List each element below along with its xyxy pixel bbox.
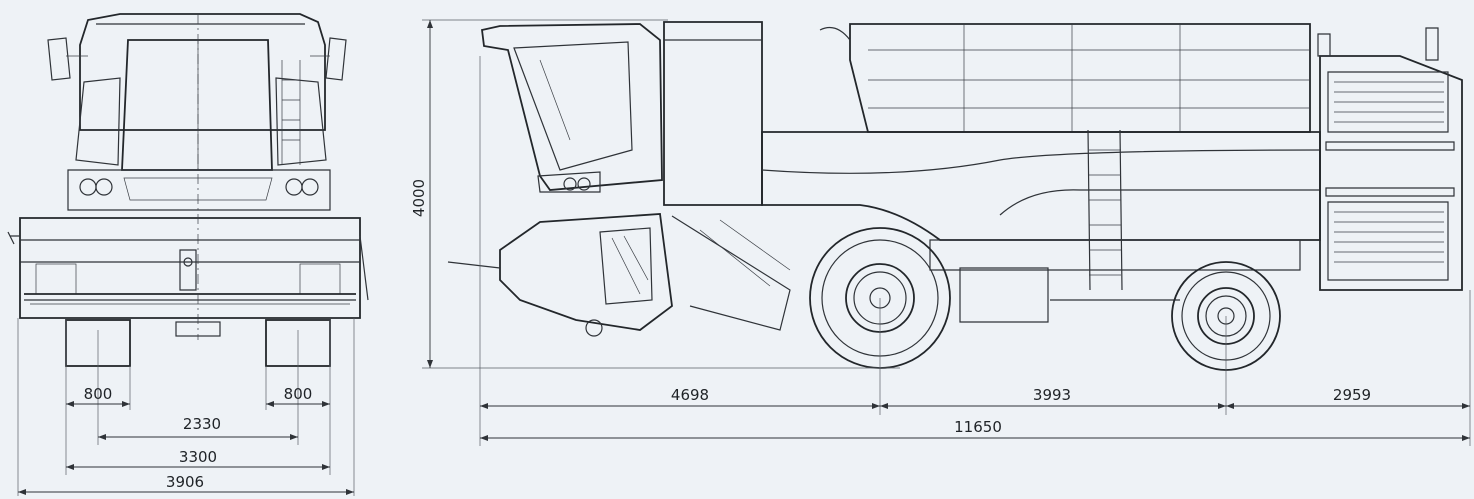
dim-left-track: 800: [84, 385, 113, 403]
dim-rear-overhang: 2959: [1333, 386, 1371, 404]
side-view-machine: [447, 21, 1463, 371]
dim-overall-length: 11650: [954, 418, 1002, 436]
side-view-dimensions: 4000 4698 3993 2959 11650: [410, 19, 1471, 446]
dim-wheel-centers: 2330: [183, 415, 221, 433]
front-view-machine: [7, 13, 369, 367]
front-view-dimensions: 800 800 2330 3300 3906: [17, 318, 355, 496]
dim-height: 4000: [410, 179, 428, 217]
dim-outer-wheels: 3300: [179, 448, 217, 466]
dim-front-overhang: 4698: [671, 386, 709, 404]
dim-wheelbase: 3993: [1033, 386, 1071, 404]
dim-right-track: 800: [284, 385, 313, 403]
dim-overall-width: 3906: [166, 473, 204, 491]
